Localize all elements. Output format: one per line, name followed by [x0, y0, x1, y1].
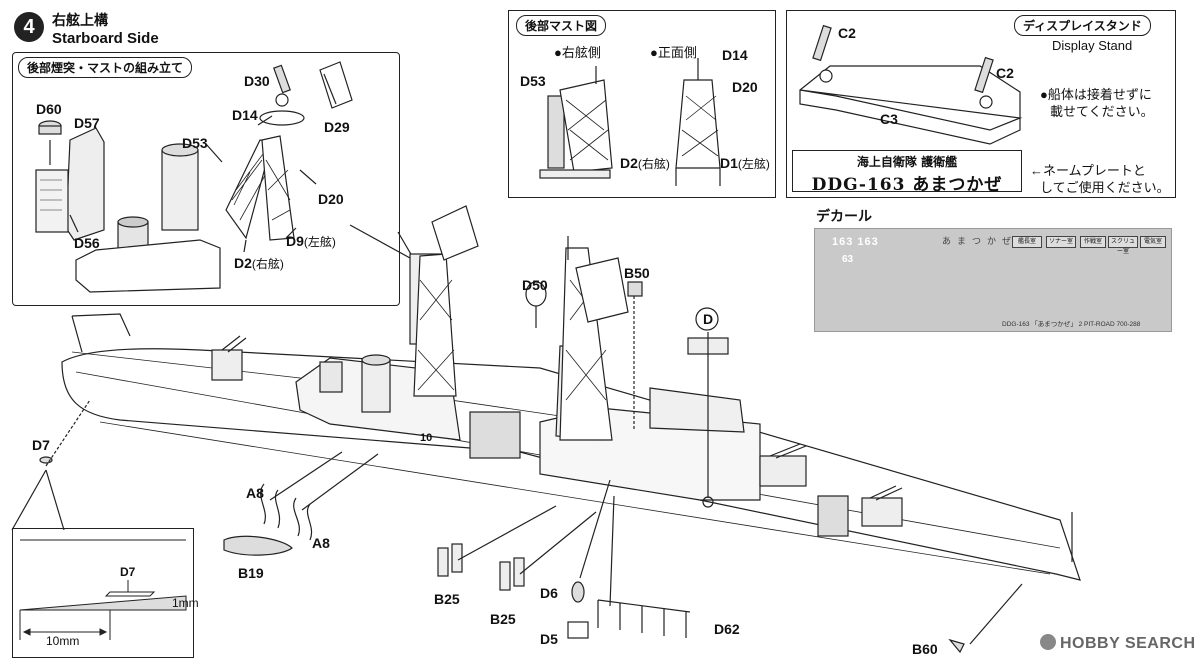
watermark: HOBBY SEARCH: [1040, 634, 1196, 653]
mast-starboard-drawing: [539, 66, 613, 179]
mast-label-d53: D53: [520, 73, 546, 89]
detail-dim-length: 10mm: [46, 634, 80, 648]
nameplate-note-1: ←ネームプレートと: [1030, 163, 1146, 178]
mast-label-d14: D14: [722, 47, 748, 63]
part-label-d20: D20: [318, 191, 344, 207]
d7-detail-inset: [12, 528, 194, 658]
part-label-b50: B50: [624, 265, 650, 281]
part-label-d6: D6: [540, 585, 558, 601]
part-label-d60: D60: [36, 101, 62, 117]
decal-label-box-0: 艦長室: [1012, 236, 1042, 248]
mast-starboard-view-label: ●右舷側: [554, 45, 601, 60]
part-label-d30: D30: [244, 73, 270, 89]
part-label-d14: D14: [232, 107, 258, 123]
decal-hull-number: 163 163: [832, 236, 879, 248]
part-label-d50: D50: [522, 277, 548, 293]
part-label-d62: D62: [714, 621, 740, 637]
part-label-d5: D5: [540, 631, 558, 647]
rear-mast-inset-title: 後部マスト図: [516, 15, 607, 36]
part-label-a8-lower: A8: [312, 535, 330, 551]
decal-caption: DDG-163 「あまつかぜ」 2 PIT-ROAD 700-288: [1002, 321, 1141, 328]
part-label-b25-right: B25: [490, 611, 516, 627]
part-label-d-circle: D: [702, 311, 714, 327]
part-label-d9: D9(左舷): [286, 233, 336, 249]
mast-front-drawing: [675, 58, 721, 186]
part-label-a8-upper: A8: [246, 485, 264, 501]
decal-label-box-2: 作戦室: [1080, 236, 1106, 248]
part-label-d57: D57: [74, 115, 100, 131]
part-label-d53: D53: [182, 135, 208, 151]
part-label-d56: D56: [74, 235, 100, 251]
display-stand-title-en: Display Stand: [1052, 38, 1133, 53]
display-stand-note-2: 載せてください。: [1050, 104, 1154, 119]
part-label-d7: D7: [32, 437, 50, 453]
watermark-text: HOBBY SEARCH: [1060, 635, 1196, 652]
decal-label-box-3: スクリュー室: [1108, 236, 1138, 255]
nameplate-line2: DDG-163 あまつかぜ: [811, 175, 1003, 195]
part-label-b25-left: B25: [434, 591, 460, 607]
display-stand-note-1: ●船体は接着せずに: [1040, 87, 1152, 102]
part-label-b19: B19: [238, 565, 264, 581]
stand-label-c2-right: C2: [996, 65, 1014, 81]
part-label-d29: D29: [324, 119, 350, 135]
step-title-en: Starboard Side: [52, 30, 159, 47]
mast-label-d2: D2(右舷): [620, 155, 670, 171]
decal-title: デカール: [816, 208, 872, 224]
step-title-jp: 右舷上構: [52, 12, 108, 28]
detail-label-d7: D7: [120, 565, 136, 579]
nameplate-line1: 海上自衛隊 護衛艦: [856, 155, 958, 169]
decal-label-box-4: 電気室: [1140, 236, 1166, 248]
hull-number-marking: 10: [420, 432, 433, 444]
detail-dim-height: 1mm: [172, 596, 199, 610]
funnel-mast-inset-title: 後部煙突・マストの組み立て: [18, 57, 193, 78]
watermark-logo-icon: [1040, 634, 1056, 650]
part-label-b60: B60: [912, 641, 938, 657]
stand-label-c2-left: C2: [838, 25, 856, 41]
mast-front-view-label: ●正面側: [650, 45, 697, 60]
decal-ship-name: あまつかぜ: [942, 236, 1018, 246]
nameplate-note-2: してご使用ください。: [1040, 180, 1170, 195]
stand-label-c3: C3: [880, 111, 898, 127]
decal-label-box-1: ソナー室: [1046, 236, 1076, 248]
step-number-badge: 4: [14, 12, 44, 42]
mast-label-d1: D1(左舷): [720, 155, 770, 171]
decal-small-number: 63: [842, 254, 854, 265]
nameplate: 海上自衛隊 護衛艦 DDG-163 あまつかぜ: [792, 150, 1022, 195]
part-label-d2: D2(右舷): [234, 255, 284, 271]
display-stand-title: ディスプレイスタンド: [1014, 15, 1151, 36]
mast-label-d20: D20: [732, 79, 758, 95]
